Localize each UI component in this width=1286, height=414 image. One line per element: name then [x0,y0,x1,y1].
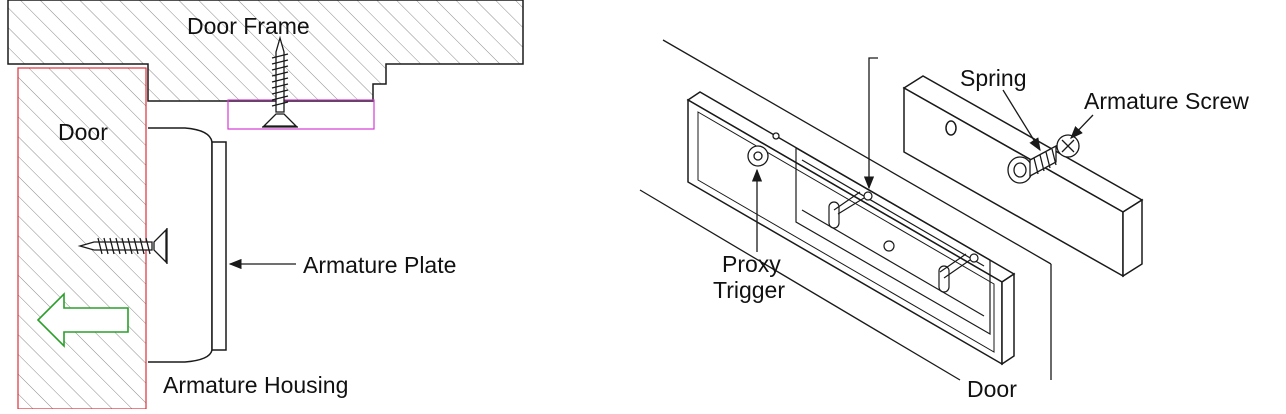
spring-leader [1002,89,1041,152]
opening-direction-arrow-icon [36,292,129,348]
label-proxy-trigger-line1: Proxy [722,251,781,277]
left-view: Door Frame Door Armature Plate Armature … [7,0,524,410]
label-door: Door [58,119,108,145]
magnet-channel [795,146,991,336]
label-armature-housing: Armature Housing [163,372,348,398]
door-screw-icon [77,228,168,264]
right-view: Spring Armature Screw Proxy Trigger Door [639,39,1249,402]
label-door-right: Door [967,376,1017,402]
label-spring: Spring [960,65,1026,91]
proxy-sensor-icon [747,132,780,167]
armature-plate [211,141,227,351]
label-proxy-trigger-line2: Trigger [713,277,785,303]
door-slab [17,67,147,410]
armature-screw-icon [1056,134,1080,158]
frame-screw-area [227,99,375,130]
armature-screw-leader [1070,114,1094,139]
armature-block [902,75,1144,278]
magnet-body [686,91,1016,366]
spring-screw-assembly [1007,144,1057,184]
label-armature-plate: Armature Plate [303,252,456,278]
label-door-frame: Door Frame [187,13,310,39]
label-armature-screw: Armature Screw [1084,88,1249,114]
door-edge-lines [639,39,1052,381]
screw-leader [863,57,878,190]
door-frame [7,0,524,102]
magnet-mounting-screw-icon [833,191,979,279]
frame-screw-icon [262,35,298,128]
